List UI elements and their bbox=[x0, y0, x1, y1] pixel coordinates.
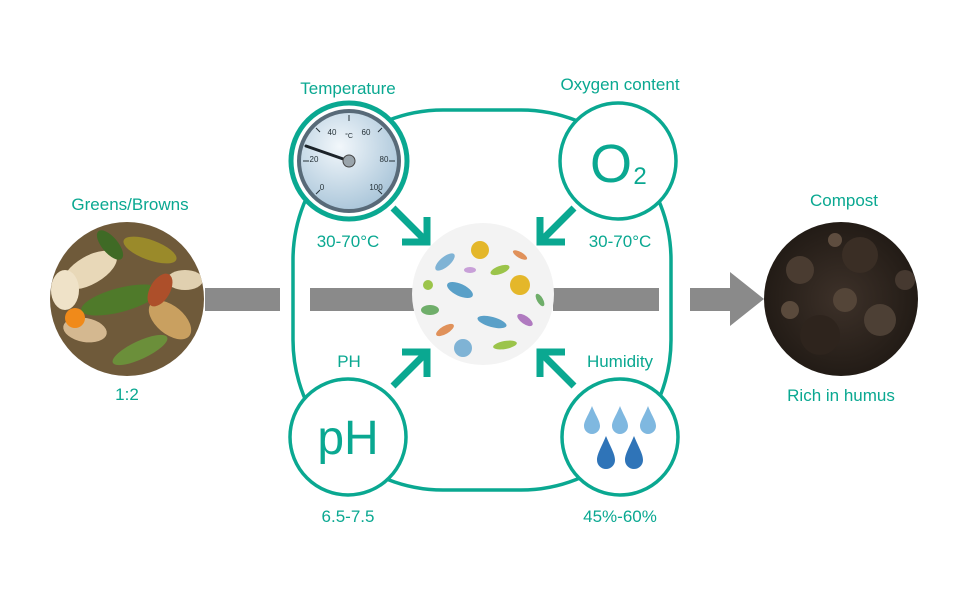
ph-value: 6.5-7.5 bbox=[321, 507, 375, 526]
process-loop bbox=[291, 108, 673, 492]
humidity-title: Humidity bbox=[586, 352, 654, 371]
microbes-illustration bbox=[412, 223, 554, 365]
input-title: Greens/Browns bbox=[71, 195, 189, 214]
flow-bar-inner-left bbox=[310, 288, 414, 311]
oxygen-title: Oxygen content bbox=[560, 75, 680, 94]
input-ratio: 1:2 bbox=[115, 385, 139, 404]
arrow-humidity bbox=[536, 348, 577, 389]
flow-bar-input bbox=[205, 288, 280, 311]
thermometer-dial-icon: °C 0 20 40 60 80 100 bbox=[288, 100, 410, 222]
humidity-value: 45%-60% bbox=[583, 507, 657, 526]
dial-tick-label: 100 bbox=[369, 183, 383, 192]
o2-subscript: 2 bbox=[633, 163, 646, 190]
flow-arrow-output bbox=[690, 272, 764, 326]
output-caption: Rich in humus bbox=[787, 386, 895, 405]
soil-photo bbox=[764, 222, 918, 376]
arrow-oxygen bbox=[536, 205, 577, 246]
output-title: Compost bbox=[809, 191, 879, 210]
temperature-title: Temperature bbox=[300, 79, 396, 98]
ph-title: PH bbox=[337, 352, 361, 371]
dial-tick-label: 60 bbox=[362, 128, 371, 137]
oxygen-value: 30-70°C bbox=[588, 232, 652, 251]
dial-tick-label: 0 bbox=[320, 183, 325, 192]
water-drops-icon bbox=[560, 377, 680, 497]
o2-icon: O 2 bbox=[558, 101, 678, 221]
dial-tick-label: 80 bbox=[380, 155, 389, 164]
o2-symbol: O bbox=[590, 134, 632, 194]
dial-tick-label: 40 bbox=[328, 128, 337, 137]
dial-unit: °C bbox=[345, 132, 353, 140]
factor-arrows bbox=[390, 205, 577, 389]
food-scraps-photo bbox=[50, 222, 204, 376]
arrow-ph bbox=[390, 348, 431, 389]
temperature-value: 30-70°C bbox=[316, 232, 380, 251]
flow-bar-inner-right bbox=[553, 288, 659, 311]
ph-icon: pH bbox=[288, 377, 408, 497]
arrow-temperature bbox=[390, 205, 431, 246]
ph-symbol: pH bbox=[317, 412, 378, 465]
flow-arrows bbox=[205, 272, 764, 326]
dial-tick-label: 20 bbox=[310, 155, 319, 164]
